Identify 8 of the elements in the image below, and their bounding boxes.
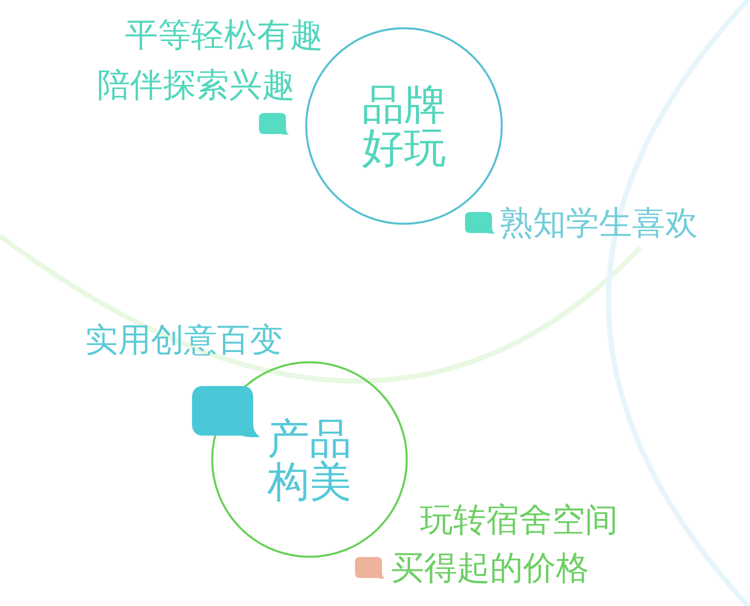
circle-title: 品牌好玩 bbox=[361, 83, 447, 169]
circle-title: 产品构美 bbox=[266, 416, 352, 502]
tagline-text: 熟知学生喜欢 bbox=[500, 205, 698, 241]
tagline-text: 玩转宿舍空间 bbox=[420, 502, 618, 538]
tagline-text: 平等轻松有趣 bbox=[125, 17, 323, 53]
tagline-text: 陪伴探索兴趣 bbox=[97, 67, 295, 103]
tagline-text: 实用创意百变 bbox=[85, 322, 283, 358]
tagline-text: 买得起的价格 bbox=[391, 550, 589, 586]
